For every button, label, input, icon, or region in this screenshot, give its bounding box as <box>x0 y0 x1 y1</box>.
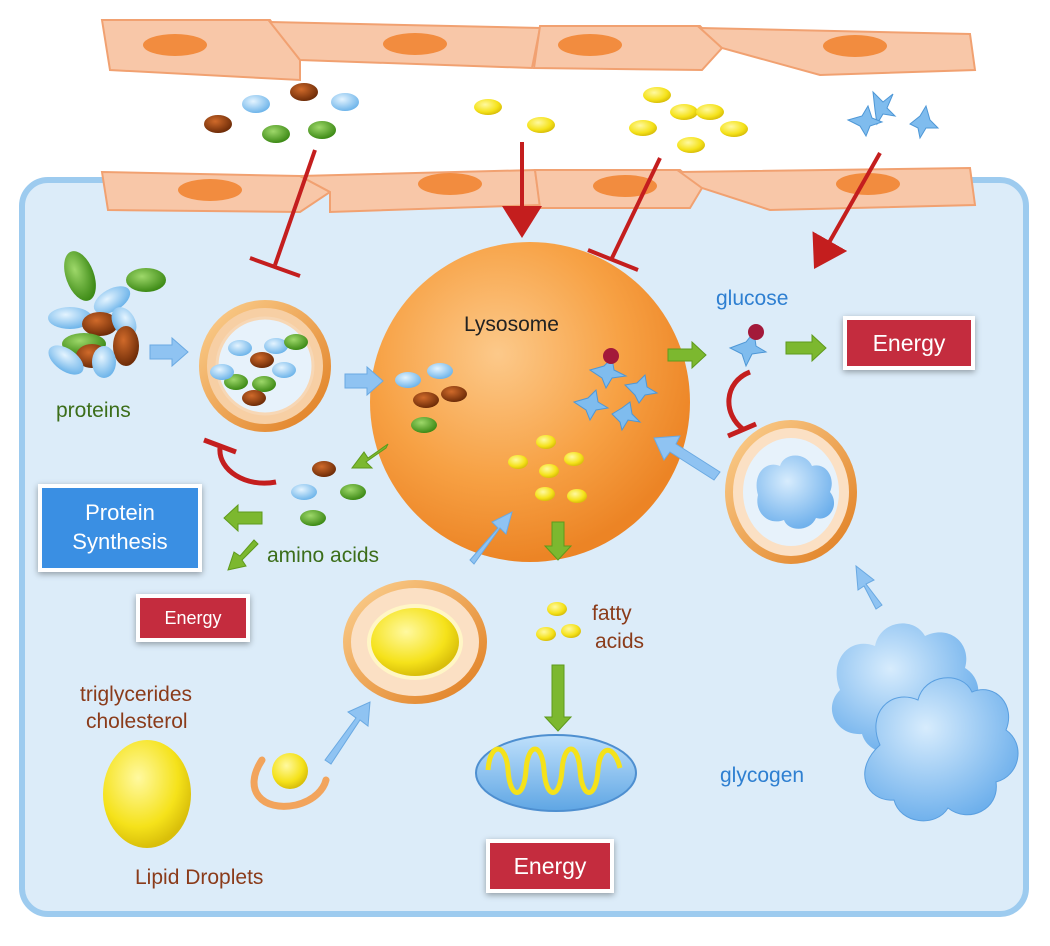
fatty-acids-label-line2: acids <box>595 630 645 653</box>
inhibitory-curves <box>203 369 757 486</box>
glycogen-autophagosome <box>725 420 857 564</box>
energy-box-amino: Energy <box>136 594 250 642</box>
energy-box-fatty: Energy <box>486 839 614 893</box>
endothelial-layer-top <box>100 19 977 82</box>
amino-acids-released <box>291 461 366 526</box>
protein-synthesis-box: Protein Synthesis <box>38 484 202 572</box>
blue-arrows <box>149 336 883 765</box>
glucose-label: glucose <box>716 287 789 310</box>
cholesterol-label: cholesterol <box>86 710 188 733</box>
protein-cluster <box>48 251 166 378</box>
proteins-label: proteins <box>56 399 131 422</box>
fatty-acids-released <box>536 602 581 641</box>
extracellular-fatty-acids <box>474 87 748 153</box>
energy-box-amino-text: Energy <box>164 607 222 628</box>
protein-autophagosome <box>199 300 331 432</box>
glycogen-cloud <box>831 623 1019 822</box>
fatty-acids-label-line1: fatty <box>592 602 632 625</box>
glycogen-label: glycogen <box>720 764 805 787</box>
lysosome-label: Lysosome <box>464 313 559 336</box>
lysosome <box>370 242 690 562</box>
energy-box-glucose-text: Energy <box>872 329 946 356</box>
cytoplasmic-glucose <box>728 324 768 368</box>
triglycerides-label: triglycerides <box>80 683 193 706</box>
extracellular-amino-acids <box>204 83 359 143</box>
energy-box-fatty-text: Energy <box>513 852 587 879</box>
phagophore <box>250 753 330 810</box>
mitochondrion <box>475 734 637 812</box>
protein-synthesis-line1: Protein <box>85 500 155 526</box>
green-arrows <box>223 333 827 732</box>
uptake-arrows <box>249 142 882 278</box>
lipid-autophagosome <box>343 580 487 704</box>
lysosome-fatty-acids <box>508 435 587 503</box>
lysosome-amino-acids <box>395 363 467 433</box>
energy-box-glucose: Energy <box>843 316 975 370</box>
lipid-droplet <box>103 740 191 848</box>
endothelial-layer-bottom <box>100 166 977 214</box>
extracellular-glucose <box>846 90 940 140</box>
lysosome-glucose <box>572 348 659 432</box>
amino-acids-label: amino acids <box>267 544 380 567</box>
protein-synthesis-line2: Synthesis <box>72 529 168 554</box>
lipid-droplets-label: Lipid Droplets <box>135 866 264 889</box>
